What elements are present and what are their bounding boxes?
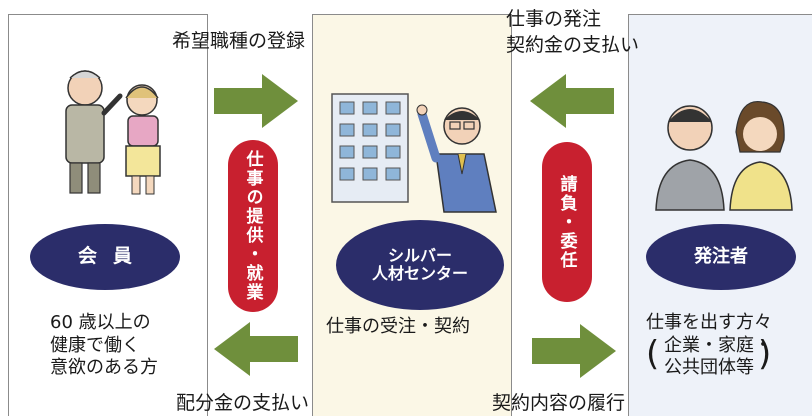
- contract-payment-label: 契約金の支払い: [506, 34, 640, 56]
- client-description-line: 仕事を出す方々: [646, 312, 772, 333]
- job-provision-pill: 仕事の提供・就業: [228, 140, 278, 312]
- client-oval: 発注者: [646, 224, 796, 290]
- member-oval-label: 会員: [77, 245, 148, 268]
- contract-fulfillment-label: 契約内容の履行: [492, 392, 626, 414]
- contract-pill: 請負・委任: [542, 142, 592, 302]
- member-description-line: 意欲のある方: [50, 357, 158, 378]
- member-description-line: 健康で働く: [50, 334, 140, 356]
- office-building-illustration: [331, 93, 409, 203]
- left-arrow-icon: [214, 322, 298, 376]
- contract-label: 請負・委任: [556, 174, 577, 270]
- distribution-payment-label: 配分金の支払い: [176, 392, 310, 414]
- job-provision-label: 仕事の提供・就業: [242, 150, 263, 302]
- center-oval-line1: シルバー: [387, 245, 452, 265]
- client-description: 仕事を出す方々 ( 企業・家庭・ 公共団体等 ): [646, 312, 772, 380]
- right-arrow-icon: [214, 74, 298, 128]
- center-description: 仕事の受注・契約: [326, 316, 470, 337]
- order-label: 仕事の発注: [506, 8, 602, 30]
- staff-man-illustration: [416, 104, 497, 213]
- open-paren: (: [646, 333, 660, 374]
- client-description-line: 公共団体等: [664, 357, 754, 378]
- center-oval-line2: 人材センター: [371, 264, 468, 283]
- client-description-line: 企業・家庭・: [664, 334, 772, 356]
- client-couple-illustration: [655, 100, 793, 211]
- right-arrow-icon: [532, 324, 616, 378]
- registration-label: 希望職種の登録: [172, 30, 306, 52]
- client-panel: [628, 14, 812, 416]
- center-panel: [312, 14, 512, 416]
- close-paren: ): [758, 333, 772, 374]
- member-description-line: 60 歳以上の: [50, 312, 151, 333]
- member-description: 60 歳以上の 健康で働く 意欲のある方: [50, 312, 158, 380]
- elderly-couple-illustration: [65, 70, 161, 195]
- member-oval: 会員: [30, 224, 180, 290]
- left-arrow-icon: [530, 74, 614, 128]
- client-oval-label: 発注者: [694, 245, 748, 267]
- center-oval: シルバー 人材センター: [336, 220, 504, 310]
- member-panel: [8, 14, 208, 416]
- client-description-bracketed: ( 企業・家庭・ 公共団体等 ): [646, 335, 772, 380]
